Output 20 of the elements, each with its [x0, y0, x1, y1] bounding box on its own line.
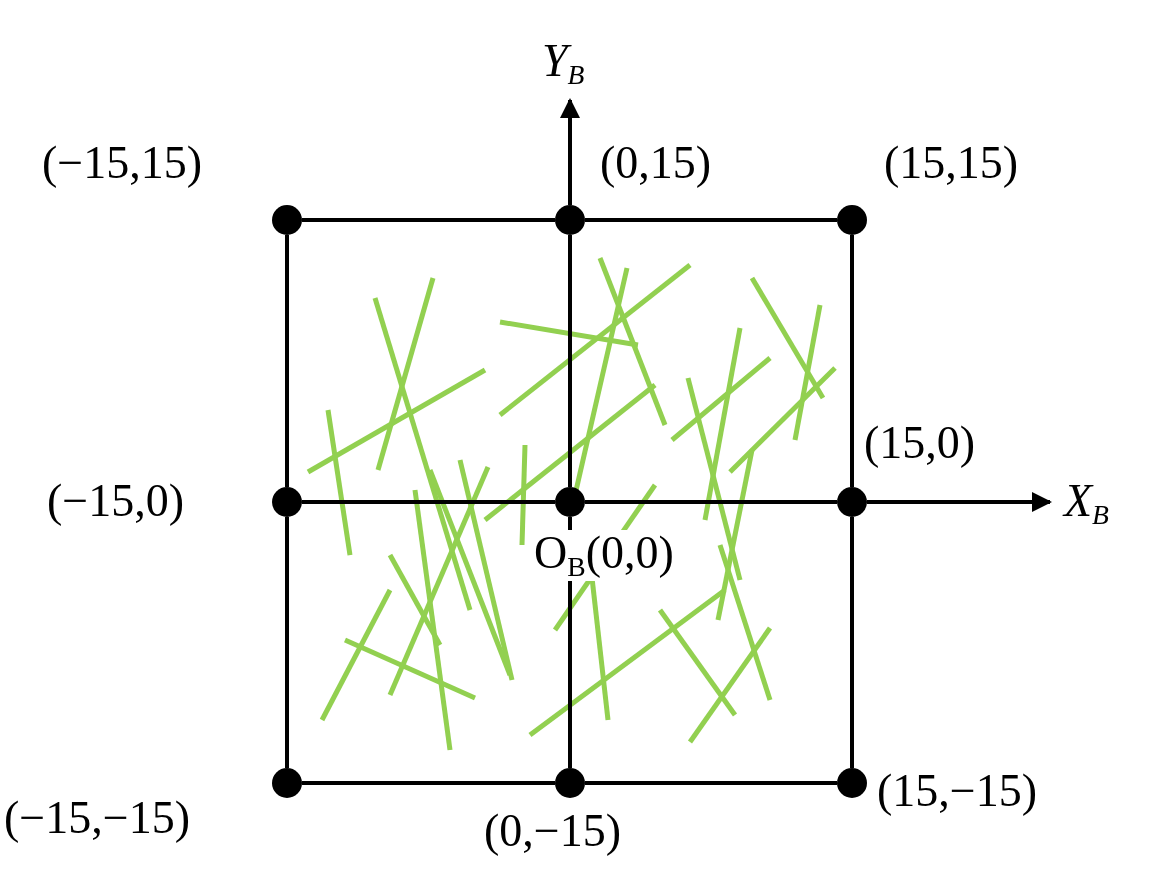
grid-line — [568, 235, 572, 487]
point-dot — [837, 487, 867, 517]
point-dot — [555, 487, 585, 517]
grid-line — [585, 500, 837, 504]
point-dot — [837, 768, 867, 798]
grid-line — [302, 218, 555, 222]
point-dot — [837, 205, 867, 235]
grid-line — [302, 781, 555, 785]
grid-line — [285, 517, 289, 768]
point-dot — [272, 487, 302, 517]
point-dot — [555, 205, 585, 235]
point-dot — [272, 205, 302, 235]
grid-line — [585, 218, 837, 222]
grid-line — [302, 500, 555, 504]
grid-line — [285, 235, 289, 487]
point-dot — [272, 768, 302, 798]
grid-line — [585, 781, 837, 785]
grid-line — [850, 517, 854, 768]
point-dot — [555, 768, 585, 798]
grid-line — [850, 235, 854, 487]
